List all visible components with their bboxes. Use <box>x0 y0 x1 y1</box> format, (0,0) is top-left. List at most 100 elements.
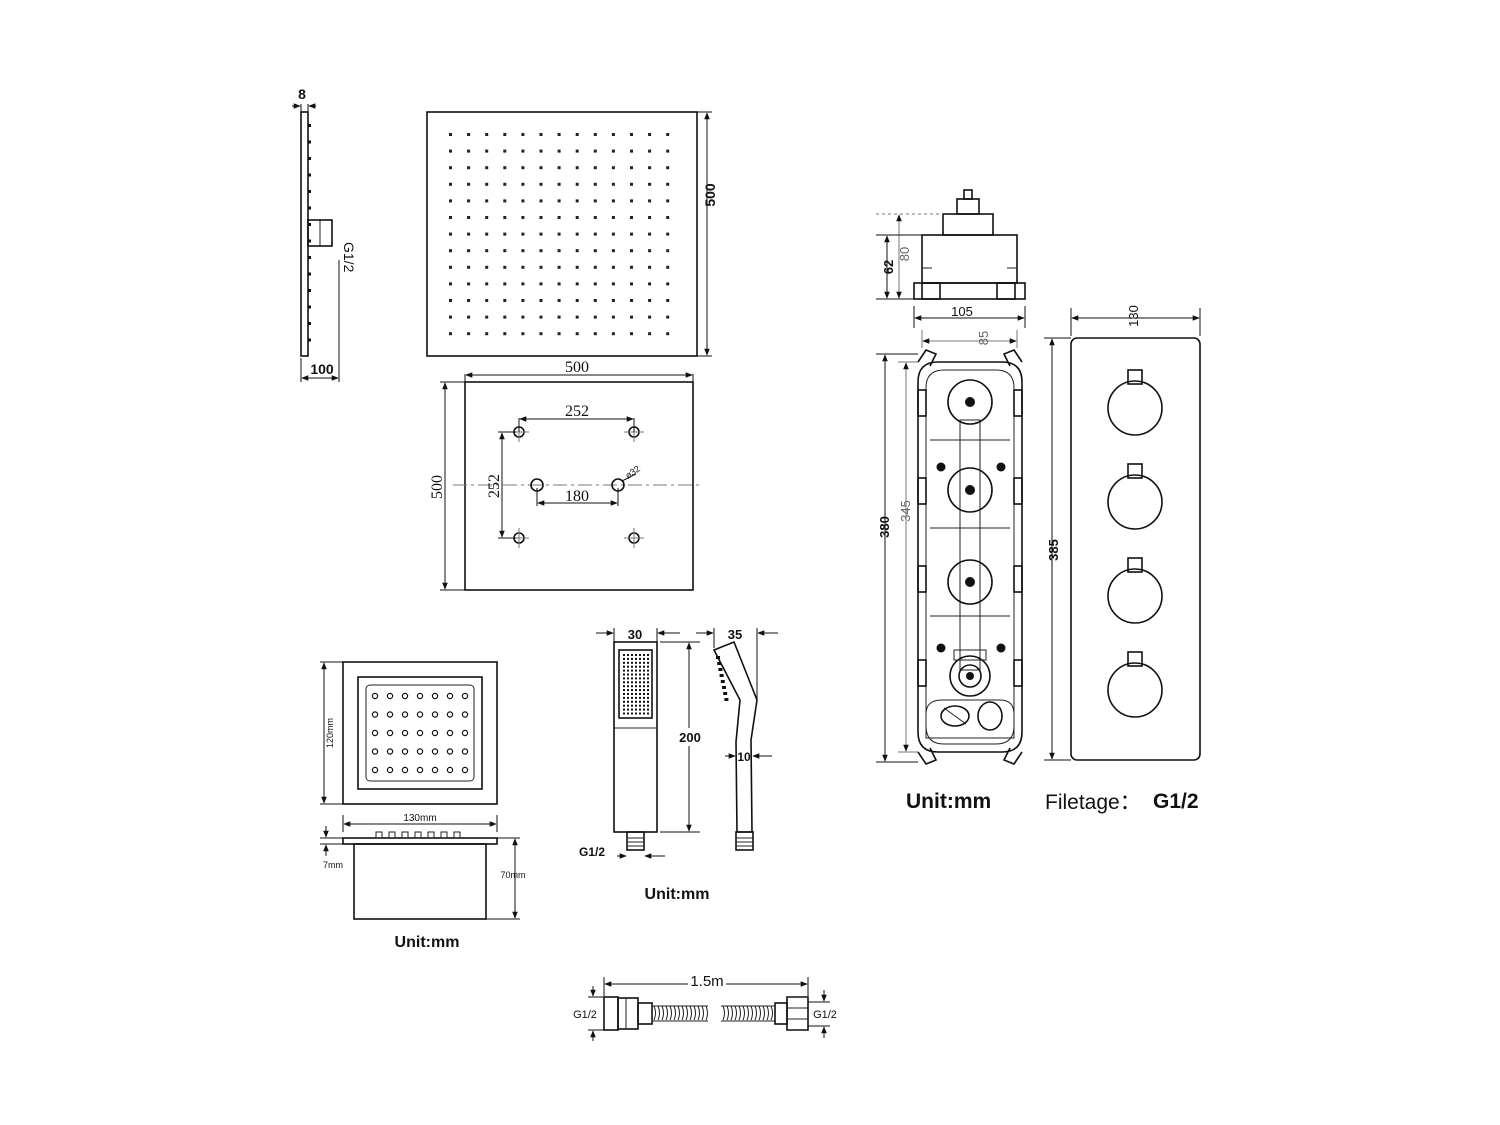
nozzle <box>467 332 471 336</box>
nozzle <box>557 133 561 136</box>
hose-nut-right <box>786 996 809 1031</box>
nozzle <box>521 149 525 153</box>
rain-head-mount-plate <box>464 381 694 591</box>
nozzle <box>557 216 561 219</box>
nozzle <box>539 299 543 302</box>
nozzle <box>467 216 471 219</box>
nozzle <box>521 315 525 319</box>
nozzle <box>630 282 633 286</box>
nozzle <box>557 199 561 203</box>
nozzle <box>718 668 723 671</box>
nozzle <box>485 249 489 253</box>
coil <box>762 1005 765 1021</box>
nozzle <box>627 673 629 676</box>
nozzle <box>639 677 641 680</box>
nozzle <box>623 696 625 699</box>
nozzle <box>623 708 625 711</box>
nozzle <box>575 232 579 236</box>
nozzle <box>539 182 543 186</box>
nozzle <box>521 332 525 336</box>
nozzle <box>639 693 641 695</box>
nozzle <box>627 681 629 684</box>
plate-height-label: 385 <box>1046 539 1061 561</box>
nozzle <box>461 692 469 700</box>
valve-cartridge <box>947 467 993 513</box>
nozzle <box>593 315 597 319</box>
nozzle <box>503 249 507 253</box>
nozzle <box>627 689 629 692</box>
nozzle <box>639 661 641 664</box>
nozzle <box>467 315 471 319</box>
nozzle <box>635 708 637 711</box>
nozzle <box>611 182 615 186</box>
nozzle <box>611 133 615 136</box>
hose-coil-left <box>652 1005 708 1022</box>
nozzle <box>485 282 489 286</box>
nozzle <box>623 693 625 695</box>
coil <box>677 1005 680 1021</box>
cover-plate-knobs <box>1107 369 1163 718</box>
nozzle <box>431 766 439 774</box>
nozzle <box>375 831 383 839</box>
nozzle <box>639 665 641 668</box>
nozzle <box>308 223 311 226</box>
nozzle <box>722 686 726 689</box>
hand-shower-thread-label: G1/2 <box>579 845 605 859</box>
nozzle <box>539 315 543 319</box>
nozzle <box>631 673 633 676</box>
nozzle <box>623 704 625 707</box>
nozzle <box>648 315 652 319</box>
hand-shower-spray-face <box>618 649 653 719</box>
nozzle <box>717 662 722 665</box>
box-width-inner-label: 85 <box>976 331 991 345</box>
nozzle <box>521 249 525 253</box>
nozzle <box>630 199 633 203</box>
nozzle <box>631 661 633 664</box>
nozzle <box>643 689 645 692</box>
nozzle <box>503 332 507 336</box>
body-jet-plate-label: 7mm <box>323 860 343 870</box>
nozzle <box>503 265 507 269</box>
nozzle <box>416 692 424 700</box>
nozzle <box>539 166 543 170</box>
hand-shower-length-label: 200 <box>679 730 701 745</box>
nozzle <box>631 689 633 692</box>
nozzle <box>647 669 649 672</box>
body-jet-width-label: 130mm <box>403 813 436 824</box>
coil <box>653 1005 656 1021</box>
nozzle <box>611 232 615 236</box>
nozzle <box>485 332 489 336</box>
knob <box>1107 380 1163 436</box>
nozzle <box>416 729 424 737</box>
nozzle <box>627 696 629 699</box>
nozzle <box>647 708 649 711</box>
coil <box>689 1005 692 1021</box>
nozzle <box>401 729 409 737</box>
box-width-outer-label: 105 <box>951 304 973 319</box>
nozzle <box>666 133 670 136</box>
nozzle <box>485 216 489 219</box>
coil <box>770 1005 773 1021</box>
hose-nut-left <box>603 996 619 1031</box>
coil <box>758 1005 761 1021</box>
nozzle <box>575 216 579 219</box>
nozzle <box>631 700 633 703</box>
body-jet-nozzle-grid <box>371 692 469 774</box>
nozzle <box>521 232 525 236</box>
knob-stem <box>1127 651 1143 667</box>
nozzle <box>416 711 424 718</box>
coil <box>754 1005 757 1021</box>
hand-shower-front-width-label: 30 <box>628 627 642 642</box>
nozzle <box>503 182 507 186</box>
nozzle <box>623 689 625 692</box>
nozzle <box>627 661 629 664</box>
valve-box-top-view: 80 62 105 85 <box>876 189 1026 348</box>
nozzle <box>639 681 641 684</box>
body-height-inner-label: 345 <box>898 500 913 522</box>
valve-thread-label: Filetage： <box>1045 791 1141 814</box>
nozzle <box>449 315 452 319</box>
nozzle <box>643 669 645 672</box>
nozzle <box>635 677 637 680</box>
nozzle <box>647 689 649 692</box>
nozzle <box>647 696 649 699</box>
